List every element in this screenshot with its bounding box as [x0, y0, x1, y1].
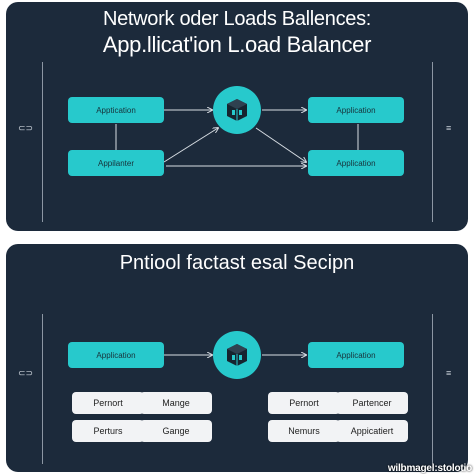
chip-right-r2-a[interactable]: Nemurs: [268, 420, 340, 442]
left-side-icon: ⊂⊃: [18, 368, 34, 378]
chip-left-r1-b[interactable]: Mange: [140, 392, 212, 414]
load-balancer-hub[interactable]: [213, 331, 261, 379]
top-panel: Network oder Loads Ballences: App.llicat…: [6, 2, 468, 231]
node-left[interactable]: Application: [68, 342, 164, 368]
cube-icon: [227, 99, 247, 121]
left-border-line: [42, 314, 43, 464]
bottom-panel: Pntiool factast esal Secipn ⊂⊃ ≡ Applica…: [6, 244, 468, 472]
cube-icon: [227, 344, 247, 366]
left-side-icon: ⊂⊃: [18, 123, 34, 133]
right-border-line: [432, 62, 433, 222]
chip-right-r1-b[interactable]: Partencer: [336, 392, 408, 414]
watermark: wilbmagel:stolotio: [387, 463, 472, 474]
section-title: Pntiool factast esal Secipn: [119, 252, 355, 274]
connector-hub-br: [255, 127, 306, 162]
chip-left-r2-a[interactable]: Perturs: [72, 420, 144, 442]
node-top-right[interactable]: Application: [308, 97, 404, 123]
node-bottom-right[interactable]: Application: [308, 150, 404, 176]
node-right[interactable]: Application: [308, 342, 404, 368]
chip-left-r2-b[interactable]: Gange: [140, 420, 212, 442]
node-bottom-left[interactable]: Appilanter: [68, 150, 164, 176]
load-balancer-hub[interactable]: [213, 86, 261, 134]
right-border-line: [432, 314, 433, 464]
chip-left-r1-a[interactable]: Pernort: [72, 392, 144, 414]
diagram-title: Network oder Loads Ballences:: [102, 8, 372, 30]
chip-right-r2-b[interactable]: Appicatiert: [336, 420, 408, 442]
right-side-icon: ≡: [446, 123, 452, 133]
node-top-left[interactable]: Apptication: [68, 97, 164, 123]
left-border-line: [42, 62, 43, 222]
right-side-icon: ≡: [446, 368, 452, 378]
connector-bl-hub: [163, 128, 218, 163]
chip-right-r1-a[interactable]: Pernort: [268, 392, 340, 414]
diagram-subtitle: App.llicat'ion L.oad Balancer: [102, 32, 372, 57]
